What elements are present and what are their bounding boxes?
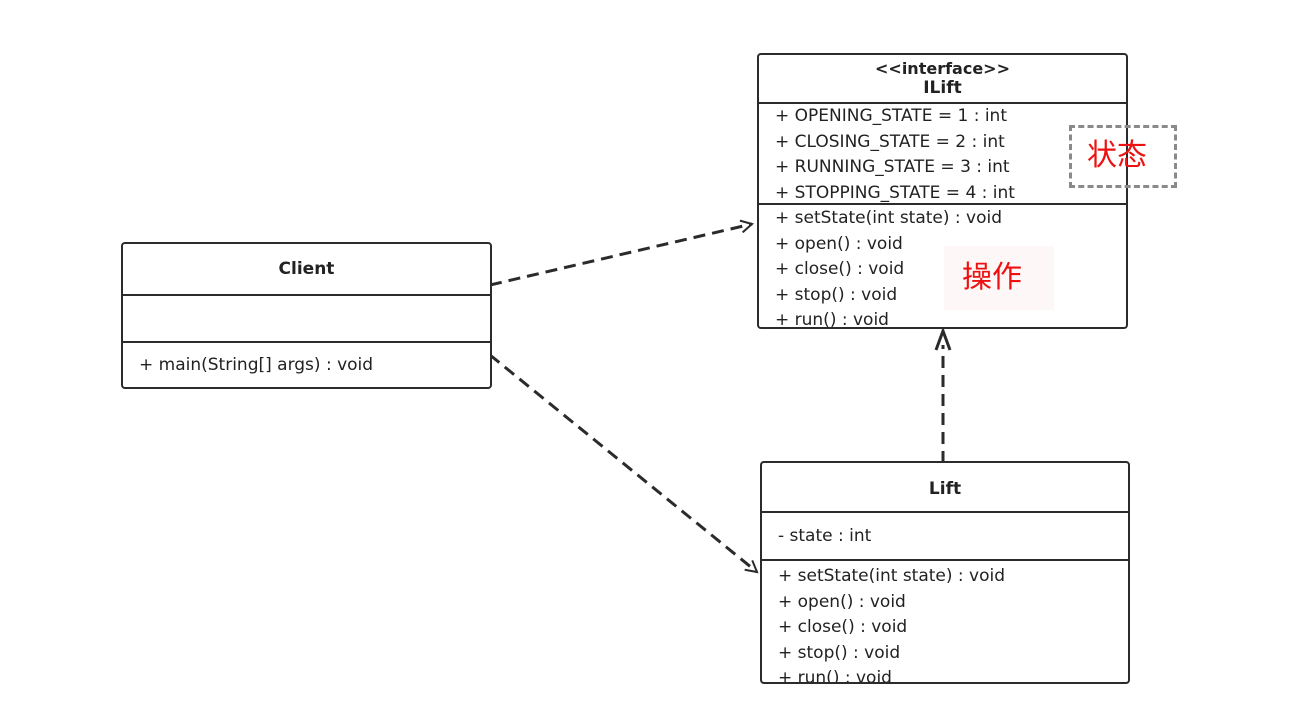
ilift-attribute: + CLOSING_STATE = 2 : int [775,131,1005,152]
ilift-method: + close() : void [775,259,905,279]
lift-method: + setState(int state) : void [778,566,1006,586]
ilift-attribute: + RUNNING_STATE = 3 : int [775,157,1010,177]
ilift-attributes-section: + OPENING_STATE = 1 : int + CLOSING_STAT… [759,104,1126,205]
client-method: + main(String[] args) : void [139,355,374,375]
lift-method: + close() : void [778,617,908,637]
lift-method: + stop() : void [778,642,901,663]
client-to-lift-dependency [489,353,757,572]
ilift-method: + stop() : void [775,284,898,305]
operations-annotation-label: 操作 [962,260,1022,295]
ilift-stereotype: <<interface>> [875,59,1010,78]
lift-method: + open() : void [778,591,906,612]
lift-method: + run() : void [778,668,892,684]
client-attributes-section [123,296,490,343]
ilift-header: <<interface>> ILift [759,55,1126,104]
state-annotation-label: 状态 [1087,138,1147,173]
lift-attributes-section: - state : int [762,513,1128,561]
state-annotation-frame [1069,125,1177,188]
client-class-name: Client [123,244,490,296]
lift-class[interactable]: Lift - state : int + setState(int state)… [760,461,1130,684]
ilift-method: + run() : void [775,310,889,329]
ilift-interface[interactable]: <<interface>> ILift + OPENING_STATE = 1 … [757,53,1128,329]
ilift-attribute: + OPENING_STATE = 1 : int [775,106,1007,126]
ilift-attribute: + STOPPING_STATE = 4 : int [775,182,1015,203]
realization-arrowhead [934,326,952,351]
client-methods-section: + main(String[] args) : void [123,343,490,379]
client-to-ilift-dependency [489,224,752,287]
lift-methods-section: + setState(int state) : void + open() : … [762,561,1128,684]
operations-annotation-background [944,246,1054,310]
ilift-method: + setState(int state) : void [775,208,1003,228]
ilift-method: + open() : void [775,233,903,254]
client-class[interactable]: Client + main(String[] args) : void [121,242,492,389]
ilift-methods-section: + setState(int state) : void + open() : … [759,205,1126,329]
lift-class-name: Lift [762,463,1128,513]
lift-attribute: - state : int [778,526,872,546]
ilift-class-name: ILift [923,78,962,98]
